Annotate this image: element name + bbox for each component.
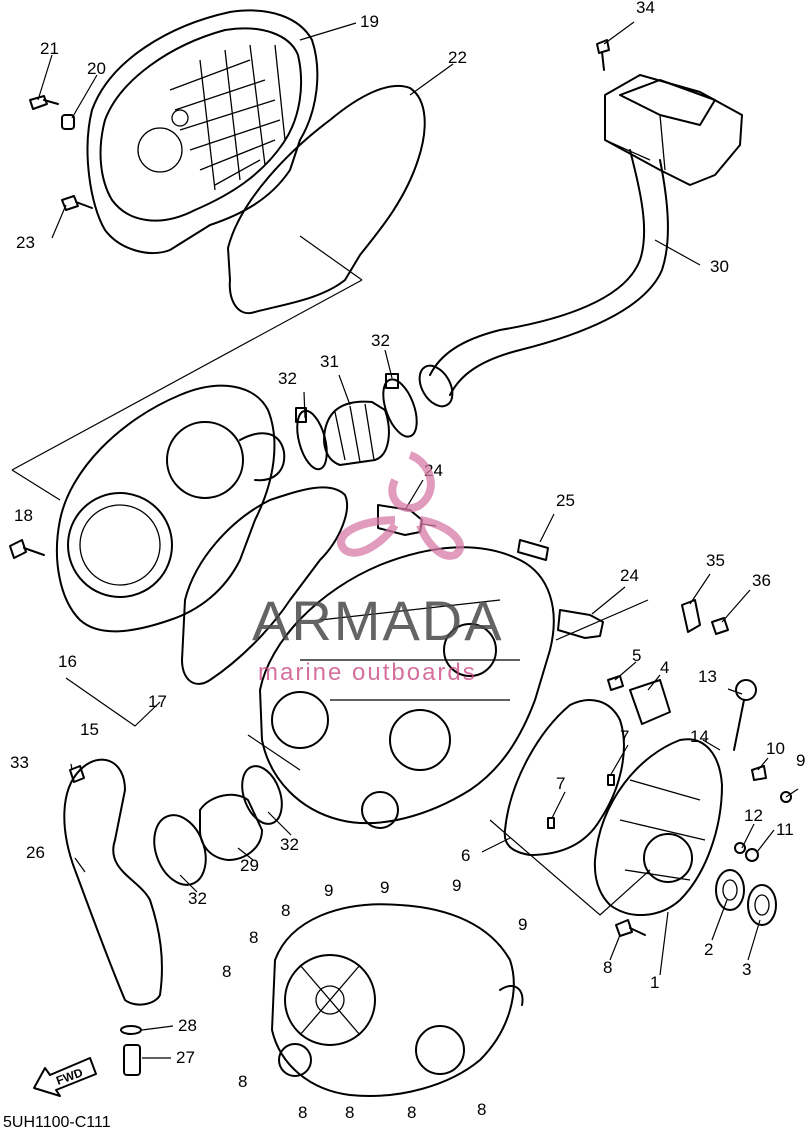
- callout-14: 14: [690, 727, 709, 746]
- part-crankcase-bottom: [271, 903, 524, 1097]
- callout-20: 20: [87, 59, 106, 78]
- callout-33: 33: [10, 753, 29, 772]
- part-30-air-duct: [418, 149, 669, 408]
- callout-35: 35: [706, 551, 725, 570]
- callout-10: 10: [766, 739, 785, 758]
- callout-8-b: 8: [249, 928, 258, 947]
- callout-12: 12: [744, 806, 763, 825]
- callout-34: 34: [636, 0, 655, 17]
- callout-32-c: 32: [188, 889, 207, 908]
- callout-32-a: 32: [278, 369, 297, 388]
- part-27-sleeve: [123, 1044, 141, 1076]
- watermark: ARMADA marine outboards: [252, 451, 504, 686]
- part-25-pin: [517, 539, 549, 561]
- propeller-logo-icon: [337, 451, 465, 560]
- callout-31: 31: [320, 352, 339, 371]
- part-4-plate: [629, 679, 671, 725]
- part-17-gasket: [181, 486, 348, 685]
- part-36-bolt: [711, 617, 729, 635]
- part-1-right-cover: [593, 738, 723, 916]
- callout-7-b: 7: [556, 774, 565, 793]
- part-32-clamp-upper-right: [382, 373, 418, 438]
- callout-32-d: 32: [280, 835, 299, 854]
- part-19-outer-cover: [86, 9, 319, 255]
- callout-13: 13: [698, 667, 717, 686]
- callout-9-b: 9: [324, 881, 333, 900]
- callout-21: 21: [40, 39, 59, 58]
- part-33-bolt: [69, 765, 85, 783]
- part-5-bolt: [607, 675, 624, 691]
- watermark-tagline: marine outboards: [258, 659, 477, 686]
- callout-5: 5: [632, 646, 641, 665]
- callout-labels: 19 22 21 20 23 34 30 32 31 32 24 18 25 2…: [10, 0, 805, 1122]
- callout-15: 15: [80, 720, 99, 739]
- leader-lines: [11, 21, 799, 1059]
- part-13-dipstick: [733, 679, 757, 751]
- callout-28: 28: [178, 1016, 197, 1035]
- callout-3: 3: [742, 960, 751, 979]
- callout-8-d: 8: [603, 958, 612, 977]
- callout-16: 16: [58, 652, 77, 671]
- part-26-belt-duct: [63, 758, 163, 1006]
- part-2-bearing: [715, 869, 745, 911]
- callout-23: 23: [16, 233, 35, 252]
- callout-9-d: 9: [452, 876, 461, 895]
- part-32-clamp-lower-right: [241, 765, 283, 825]
- part-22-gasket: [227, 84, 426, 315]
- part-24-sensor-lower: [557, 609, 604, 639]
- callout-29: 29: [240, 856, 259, 875]
- fwd-arrow: [33, 1057, 97, 1097]
- callout-26: 26: [26, 843, 45, 862]
- callout-19: 19: [360, 12, 379, 31]
- part-32-clamp-lower-left: [153, 814, 207, 886]
- part-28-oring: [120, 1025, 142, 1035]
- callout-30: 30: [710, 257, 729, 276]
- part-32-clamp-upper-left: [295, 407, 328, 471]
- part-duct-box: [604, 74, 743, 186]
- callout-7-a: 7: [620, 727, 629, 746]
- callout-8-c: 8: [222, 962, 231, 981]
- callout-8-e: 8: [238, 1072, 247, 1091]
- callout-9-e: 9: [518, 915, 527, 934]
- part-20-collar: [61, 114, 75, 130]
- part-18-bolt: [9, 539, 45, 559]
- part-29-boot: [199, 793, 263, 861]
- callout-18: 18: [14, 506, 33, 525]
- callout-9-c: 9: [380, 878, 389, 897]
- callout-9-a: 9: [796, 751, 805, 770]
- callout-32-b: 32: [371, 331, 390, 350]
- part-16-crankcase-cover: [55, 384, 286, 633]
- part-31-boot: [323, 400, 390, 466]
- callout-36: 36: [752, 571, 771, 590]
- callout-8-i: 8: [477, 1100, 486, 1119]
- callout-8-h: 8: [407, 1103, 416, 1122]
- part-34-screw: [596, 39, 610, 71]
- callout-6: 6: [461, 846, 470, 865]
- callout-8-a: 8: [281, 901, 290, 920]
- callout-4: 4: [660, 658, 669, 677]
- part-8-bolt-right: [615, 919, 646, 937]
- watermark-brand: ARMADA: [252, 589, 504, 652]
- diagram-code: 5UH1100-C111: [3, 1114, 111, 1131]
- callout-17: 17: [148, 692, 167, 711]
- callout-1: 1: [650, 973, 659, 992]
- callout-22: 22: [448, 48, 467, 67]
- callout-11: 11: [776, 820, 794, 839]
- callout-27: 27: [176, 1048, 195, 1067]
- callout-24-b: 24: [620, 566, 639, 585]
- part-23-bolt: [61, 195, 93, 211]
- callout-25: 25: [556, 491, 575, 510]
- callout-2: 2: [704, 940, 713, 959]
- callout-8-f: 8: [298, 1103, 307, 1122]
- part-3-seal: [747, 884, 777, 926]
- part-crankcase-center: [259, 546, 555, 829]
- callout-8-g: 8: [345, 1103, 354, 1122]
- part-21-bolt: [29, 95, 59, 110]
- part-35-bracket: [681, 599, 701, 633]
